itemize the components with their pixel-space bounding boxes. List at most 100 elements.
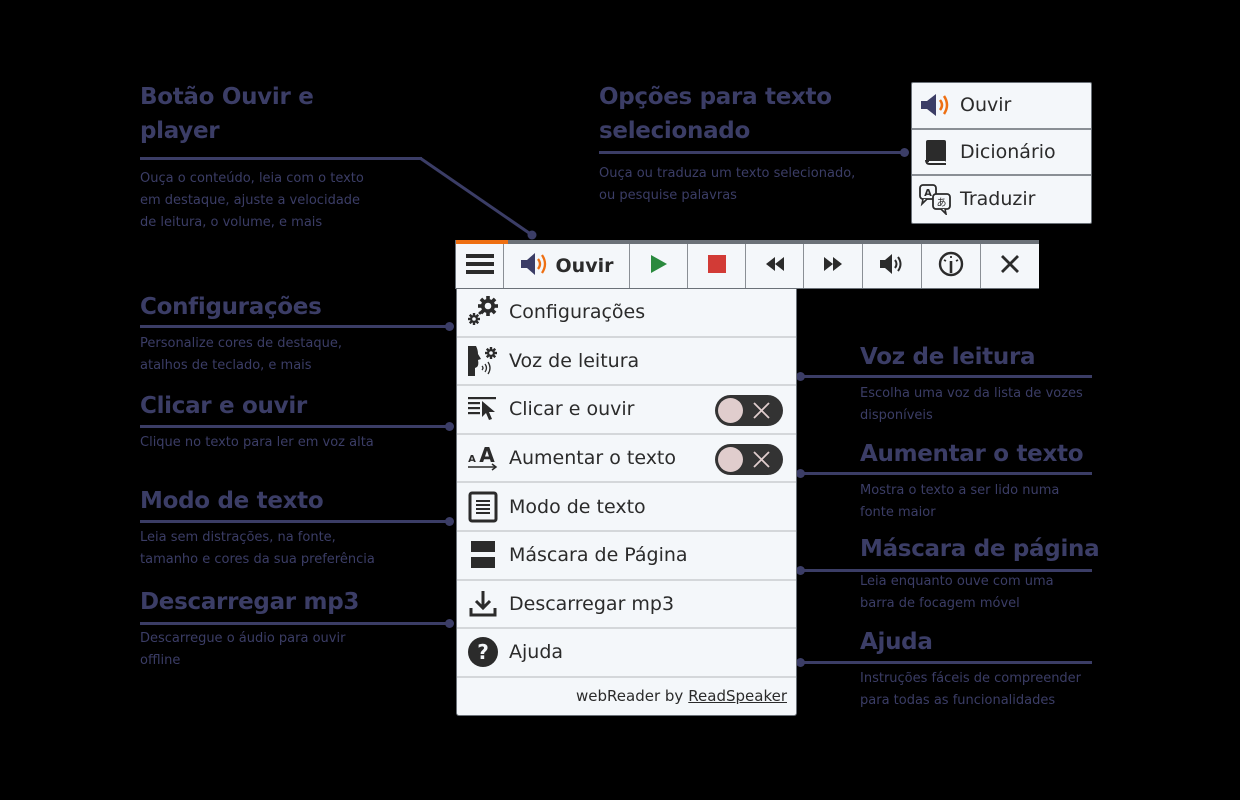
footer-prefix: webReader by (576, 686, 684, 705)
close-button[interactable] (981, 244, 1039, 288)
menu-footer: webReader by ReadSpeaker (457, 678, 796, 714)
connector-line (800, 375, 1092, 378)
annotation-desc: offline (140, 653, 181, 668)
click-listen-toggle[interactable] (715, 395, 783, 427)
readspeaker-link[interactable]: ReadSpeaker (688, 686, 787, 705)
stop-icon (707, 254, 726, 278)
enlarge-text-toggle[interactable] (715, 443, 783, 475)
popup-item-label: Traduzir (960, 188, 1036, 211)
annotation-desc: tamanho e cores da sua preferência (140, 552, 375, 567)
connector-dot (445, 422, 454, 431)
popup-item-listen[interactable]: Ouvir (912, 83, 1091, 130)
player-toolbar: Ouvir (455, 240, 1039, 289)
annotation-player: Botão Ouvir e player Ouça o conteúdo, le… (140, 80, 364, 234)
enlarge-text-icon: A A (457, 444, 509, 472)
annotation-desc: Mostra o texto a ser lido numa (860, 483, 1060, 498)
toggle-off-x-icon (753, 402, 770, 419)
svg-text:A: A (924, 188, 932, 199)
annotation-page-mask: Máscara de página Leia enquanto ouve com… (860, 532, 1100, 615)
annotation-desc: Descarregue o áudio para ouvir (140, 631, 346, 646)
settings-menu: Configurações Voz de leitura Clicar e ou… (456, 289, 797, 716)
annotation-desc: Personalize cores de destaque, (140, 336, 342, 351)
listen-button[interactable]: Ouvir (504, 244, 630, 288)
voice-settings-icon (457, 344, 509, 378)
annotation-title: Configurações (140, 294, 322, 320)
menu-item-label: Modo de texto (509, 495, 646, 518)
menu-item-voice[interactable]: Voz de leitura (457, 338, 796, 387)
annotation-desc: Ouça ou traduza um texto selecionado, (599, 166, 856, 181)
menu-item-label: Descarregar mp3 (509, 592, 675, 615)
annotation-title: Ajuda (860, 629, 933, 655)
text-mode-icon (457, 491, 509, 523)
menu-item-page-mask[interactable]: Máscara de Página (457, 532, 796, 581)
svg-text:?: ? (477, 640, 489, 664)
stop-button[interactable] (688, 244, 746, 288)
popup-item-label: Dicionário (960, 140, 1056, 163)
gears-icon (457, 296, 509, 328)
menu-item-help[interactable]: ? Ajuda (457, 629, 796, 678)
annotation-desc: Leia enquanto ouve com uma (860, 574, 1054, 589)
volume-icon (879, 253, 905, 280)
annotation-desc: Instruções fáceis de compreender (860, 671, 1082, 686)
annotation-title: Aumentar o texto (860, 441, 1084, 467)
play-button[interactable] (630, 244, 688, 288)
annotation-text-mode: Modo de texto Leia sem distrações, na fo… (140, 484, 375, 571)
menu-item-click-listen[interactable]: Clicar e ouvir (457, 386, 796, 435)
annotation-desc: atalhos de teclado, e mais (140, 358, 312, 373)
help-icon: ? (457, 636, 509, 668)
menu-item-label: Voz de leitura (509, 349, 640, 372)
connector-dot (445, 322, 454, 331)
rewind-button[interactable] (746, 244, 804, 288)
annotation-desc: Leia sem distrações, na fonte, (140, 530, 336, 545)
listen-label: Ouvir (555, 255, 614, 277)
menu-item-settings[interactable]: Configurações (457, 289, 796, 338)
connector-line (800, 661, 1092, 664)
annotation-desc: para todas as funcionalidades (860, 693, 1056, 708)
menu-button[interactable] (456, 244, 504, 288)
connector-line (140, 425, 450, 428)
toggle-off-x-icon (753, 451, 770, 468)
connector-line (140, 325, 450, 328)
progress-bar[interactable] (456, 240, 1038, 244)
click-listen-icon (457, 395, 509, 423)
speaker-icon (520, 252, 550, 281)
close-icon (1000, 254, 1020, 279)
annotation-desc: ou pesquise palavras (599, 188, 737, 203)
svg-text:A: A (468, 454, 476, 465)
book-icon (912, 138, 960, 166)
connector-dot (445, 517, 454, 526)
connector-line (599, 151, 905, 154)
annotation-desc: fonte maior (860, 505, 936, 520)
annotation-desc: Clique no texto para ler em voz alta (140, 435, 374, 450)
annotation-title: selecionado (599, 118, 750, 144)
annotation-title: Máscara de página (860, 536, 1100, 562)
annotation-click-listen: Clicar e ouvir Clique no texto para ler … (140, 389, 374, 454)
svg-text:あ: あ (937, 197, 947, 209)
annotation-desc: Ouça o conteúdo, leia com o texto (140, 171, 364, 186)
menu-item-download[interactable]: Descarregar mp3 (457, 581, 796, 630)
speed-button[interactable] (922, 244, 981, 288)
forward-button[interactable] (804, 244, 863, 288)
progress-fill (456, 240, 508, 244)
annotation-voice: Voz de leitura Escolha uma voz da lista … (860, 340, 1083, 427)
connector-dot (900, 148, 909, 157)
popup-item-dictionary[interactable]: Dicionário (912, 130, 1091, 177)
annotation-desc: barra de focagem móvel (860, 596, 1020, 611)
annotation-title: Voz de leitura (860, 344, 1036, 370)
popup-item-label: Ouvir (960, 94, 1012, 117)
connector-line (140, 157, 422, 160)
annotation-desc: disponíveis (860, 408, 933, 423)
toggle-knob (718, 446, 743, 472)
speedometer-icon (938, 251, 964, 282)
annotation-title: Modo de texto (140, 488, 324, 514)
annotation-download: Descarregar mp3 Descarregue o áudio para… (140, 585, 359, 672)
menu-item-text-mode[interactable]: Modo de texto (457, 483, 796, 532)
annotation-title: Descarregar mp3 (140, 589, 360, 615)
volume-button[interactable] (863, 244, 922, 288)
menu-item-label: Ajuda (509, 641, 564, 664)
menu-item-label: Aumentar o texto (509, 447, 677, 470)
menu-item-enlarge-text[interactable]: A A Aumentar o texto (457, 435, 796, 484)
